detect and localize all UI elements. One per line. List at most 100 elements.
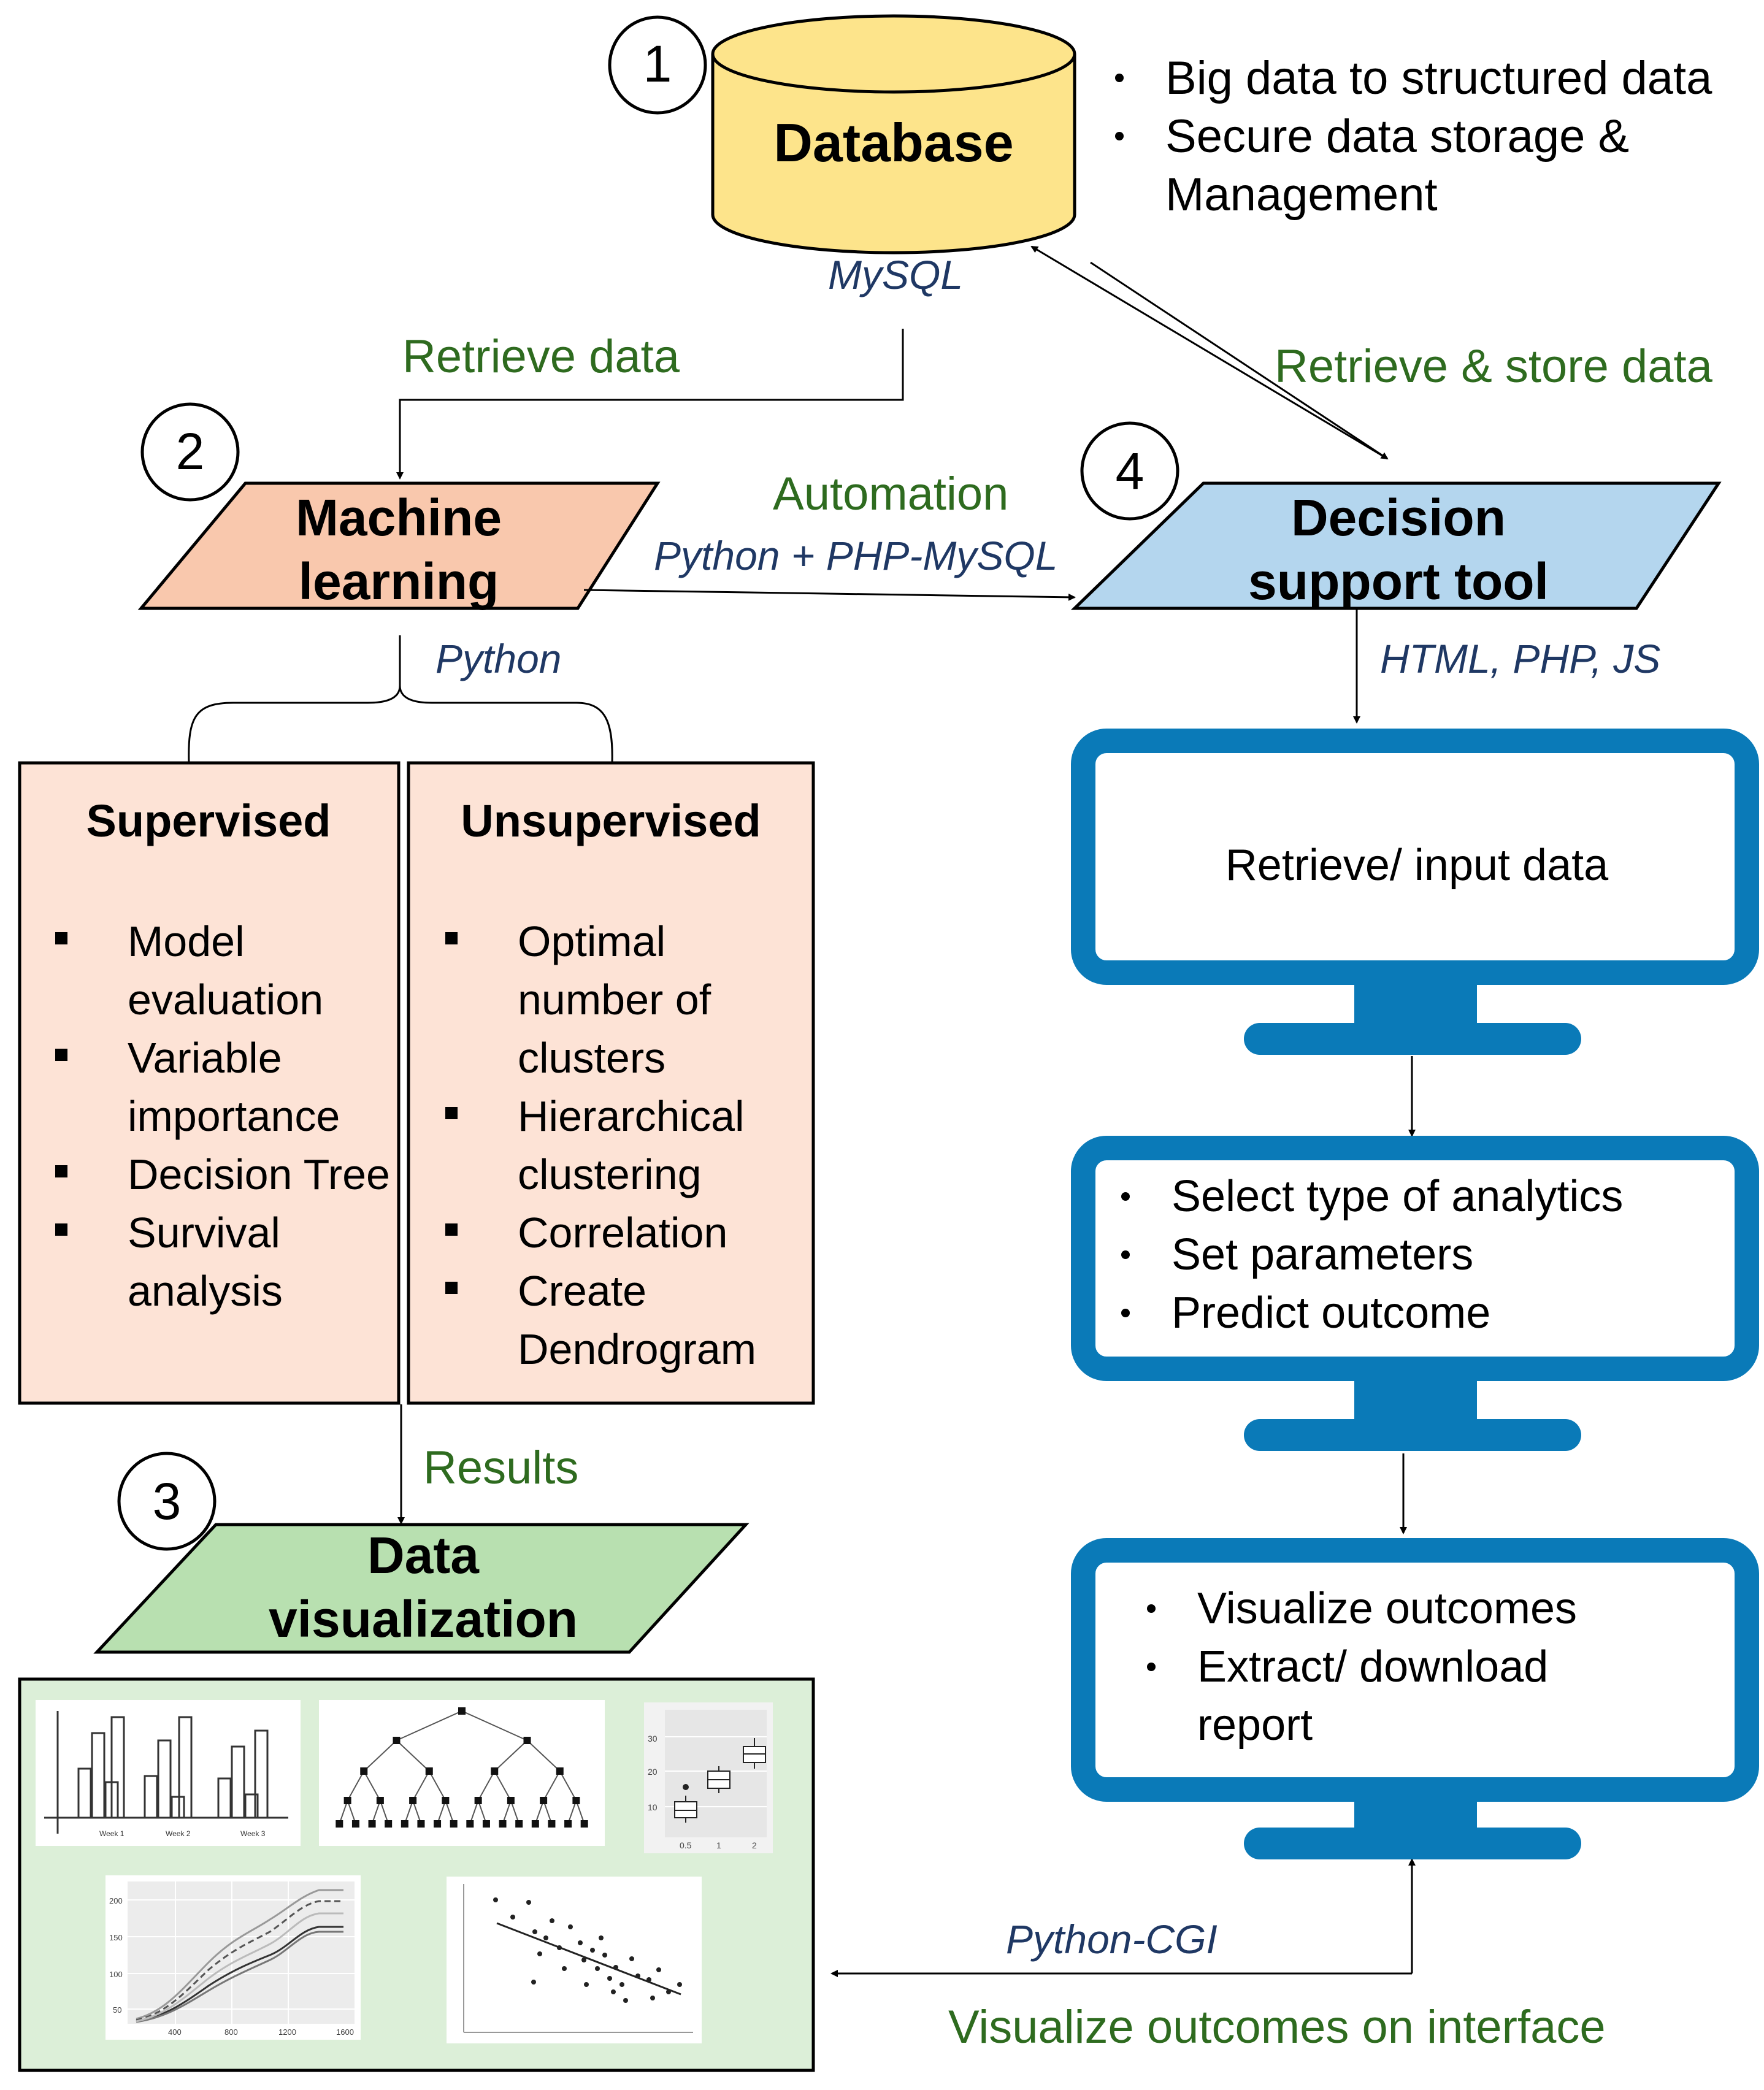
scatter-point: [568, 1924, 573, 1929]
tree-edge: [477, 1770, 496, 1801]
tree-edge: [347, 1800, 356, 1824]
unsupervised-item: Hierarchical clustering: [415, 1087, 807, 1204]
tree-edge: [379, 1800, 389, 1824]
bar-week-label: Week 1: [99, 1829, 125, 1838]
decision-support-title-line: support tool: [1248, 553, 1549, 610]
tree-node: [442, 1797, 450, 1804]
scatter-point: [581, 1958, 586, 1962]
tree-node: [580, 1820, 588, 1828]
scatter-point: [584, 1982, 589, 1987]
unsupervised-list: Optimal number of clusters Hierarchical …: [415, 913, 807, 1379]
scatter-point: [557, 1945, 562, 1950]
tree-edge: [363, 1770, 381, 1801]
decision-support-title-line: Decision: [1290, 489, 1506, 546]
tree-edge: [510, 1800, 520, 1824]
tree-edge: [347, 1770, 365, 1801]
monitor-3-item-text: report: [1197, 1701, 1313, 1750]
step-2-number: 2: [175, 423, 205, 480]
tree-node: [523, 1737, 531, 1744]
results-label: Results: [423, 1442, 579, 1494]
retrieve-store-arrow-down: [1090, 261, 1389, 460]
line-x-tick: 800: [224, 2027, 238, 2037]
line-x-tick: 1600: [336, 2027, 354, 2037]
monitor-1: [1071, 729, 1759, 1055]
tree-node: [572, 1797, 580, 1804]
tree-node: [409, 1797, 417, 1804]
scatter-point: [646, 1977, 651, 1982]
database-bullet: Big data to structured data: [1098, 49, 1712, 107]
tree-edge: [502, 1800, 512, 1824]
monitor-3-item: Extract/ download: [1130, 1638, 1731, 1696]
tree-edge: [494, 1740, 528, 1772]
tree-node: [548, 1820, 556, 1828]
tree-node: [417, 1820, 425, 1828]
tree-edge: [371, 1800, 381, 1824]
monitor-2-item: Select type of analytics: [1104, 1168, 1742, 1226]
tree-node: [351, 1820, 359, 1828]
retrieve-store-label: Retrieve & store data: [1275, 340, 1712, 392]
scatter-point: [623, 1998, 628, 2003]
scatter-point: [677, 1982, 682, 1987]
tree-edge: [404, 1800, 414, 1824]
dst-tech-label: HTML, PHP, JS: [1380, 636, 1661, 681]
data-visualization-title-line: Data: [367, 1526, 480, 1584]
step-1-number: 1: [643, 35, 672, 93]
tree-node: [368, 1820, 376, 1828]
tree-node: [450, 1820, 458, 1828]
monitor-3: [1071, 1538, 1759, 1859]
visualize-interface-label: Visualize outcomes on interface: [948, 2001, 1606, 2053]
retrieve-data-label: Retrieve data: [402, 331, 680, 383]
machine-learning-title: Machine learning: [233, 486, 564, 613]
scatter-point: [526, 1900, 531, 1905]
step-2-circle: [140, 402, 240, 502]
tree-node: [556, 1767, 564, 1775]
decision-support-shape: [1070, 481, 1722, 610]
tree-node: [482, 1820, 490, 1828]
tree-edge: [461, 1710, 527, 1741]
database-bullets: Big data to structured data Secure data …: [1098, 49, 1712, 224]
scatter-point: [666, 1989, 671, 1994]
python-cgi-label: Python-CGI: [1006, 1916, 1218, 1962]
machine-learning-shape: [137, 481, 661, 610]
decision-support-title: Decision support tool: [1202, 486, 1595, 613]
database-title: Database: [773, 112, 1014, 173]
tree-edge: [363, 1740, 397, 1772]
tree-edge: [396, 1710, 462, 1741]
tree-node: [376, 1797, 384, 1804]
supervised-item: Model evaluation: [25, 913, 393, 1029]
database-bullet-continuation: Management: [1098, 166, 1712, 224]
scatter-point: [650, 1996, 655, 2000]
line-y-tick: 100: [109, 1970, 123, 1979]
tree-node: [425, 1767, 433, 1775]
line-y-tick: 50: [113, 2005, 121, 2015]
line-y-tick: 200: [109, 1896, 123, 1905]
scatter-point: [510, 1915, 515, 1920]
step-1-circle: [608, 15, 707, 115]
data-visualization-shape: [93, 1523, 750, 1654]
tree-edge: [534, 1800, 545, 1824]
thumbnail-boxplot: 30 20 10 0.5 1 2: [644, 1702, 773, 1853]
supervised-panel: [18, 761, 401, 1405]
automation-arrow: [583, 589, 1076, 601]
tree-node: [385, 1820, 393, 1828]
scatter-point: [578, 1940, 583, 1945]
tree-node: [491, 1767, 499, 1775]
scatter-point: [635, 1973, 640, 1978]
scatter-point: [550, 1918, 554, 1923]
tree-edge: [559, 1770, 577, 1801]
machine-learning-title-line: Machine: [295, 489, 502, 546]
tree-edge: [477, 1800, 487, 1824]
step-4-circle: [1080, 421, 1179, 521]
line-x-tick: 1200: [278, 2027, 296, 2037]
monitor-2-item: Set parameters: [1104, 1226, 1742, 1284]
tree-node: [540, 1797, 548, 1804]
database-tech-label: MySQL: [828, 252, 964, 297]
step-4-number: 4: [1115, 442, 1145, 500]
tree-edge: [469, 1800, 479, 1824]
scatter-point: [619, 1982, 624, 1987]
step-3-number: 3: [152, 1472, 182, 1530]
boxplot-y-tick: 30: [648, 1734, 658, 1744]
supervised-item: Variable importance: [25, 1029, 393, 1146]
boxplot-y-tick: 10: [648, 1802, 658, 1812]
tree-edge: [494, 1770, 512, 1801]
